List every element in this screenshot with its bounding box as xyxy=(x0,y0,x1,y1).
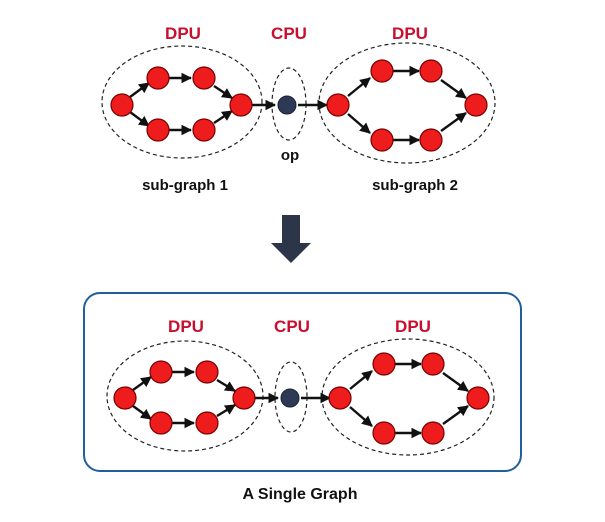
bottom-node xyxy=(421,421,445,445)
top-node xyxy=(192,66,216,90)
bottom-node xyxy=(149,411,173,435)
top-node xyxy=(146,118,170,142)
bottom-node xyxy=(195,411,219,435)
single-graph-caption: A Single Graph xyxy=(243,486,358,503)
top-edge xyxy=(440,112,467,132)
top-subgraph1-boundary xyxy=(101,45,263,159)
top-node xyxy=(370,128,394,152)
top-node xyxy=(326,93,350,117)
top-diagram: DPU CPU DPU xyxy=(101,24,496,194)
arrow-down-icon xyxy=(271,215,311,263)
top-node xyxy=(146,66,170,90)
bottom-node xyxy=(328,386,352,410)
bottom-diagram: DPU CPU DPU xyxy=(83,292,522,503)
subgraph1-label: sub-graph 1 xyxy=(142,177,228,194)
top-op-label: op xyxy=(281,147,299,164)
top-edge xyxy=(129,82,150,98)
bottom-node xyxy=(232,386,256,410)
bottom-edge xyxy=(442,372,469,392)
bottom-edge xyxy=(132,405,152,420)
bottom-node xyxy=(149,360,173,384)
top-edge xyxy=(213,85,233,99)
bottom-edge xyxy=(349,406,373,427)
top-dpu-right-label: DPU xyxy=(392,24,428,43)
bottom-node xyxy=(372,421,396,445)
bottom-subgraph1-boundary xyxy=(106,340,264,452)
top-node xyxy=(419,128,443,152)
single-graph-frame xyxy=(83,292,522,472)
bottom-node xyxy=(421,352,445,376)
top-cpu-op-node xyxy=(277,95,297,115)
bottom-edge xyxy=(132,376,152,391)
bottom-edge xyxy=(442,405,469,425)
bottom-node xyxy=(195,360,219,384)
top-node xyxy=(192,118,216,142)
top-cpu-label: CPU xyxy=(271,24,307,43)
top-edge xyxy=(129,111,150,127)
top-edge xyxy=(347,77,371,97)
top-edge xyxy=(440,79,467,99)
top-node xyxy=(229,93,253,117)
bottom-dpu-left-label: DPU xyxy=(168,317,204,336)
top-edge xyxy=(213,110,233,124)
bottom-node xyxy=(466,386,490,410)
bottom-dpu-right-label: DPU xyxy=(395,317,431,336)
top-dpu-left-label: DPU xyxy=(165,24,201,43)
bottom-edge xyxy=(216,403,236,418)
top-node xyxy=(110,93,134,117)
top-edge xyxy=(347,113,371,134)
bottom-edge xyxy=(349,370,373,390)
subgraph2-label: sub-graph 2 xyxy=(372,177,458,194)
top-node xyxy=(464,93,488,117)
bottom-cpu-op-node xyxy=(280,388,300,408)
bottom-edge xyxy=(216,378,236,393)
bottom-node xyxy=(113,386,137,410)
top-node xyxy=(370,59,394,83)
bottom-cpu-label: CPU xyxy=(274,317,310,336)
bottom-node xyxy=(372,352,396,376)
top-node xyxy=(419,59,443,83)
